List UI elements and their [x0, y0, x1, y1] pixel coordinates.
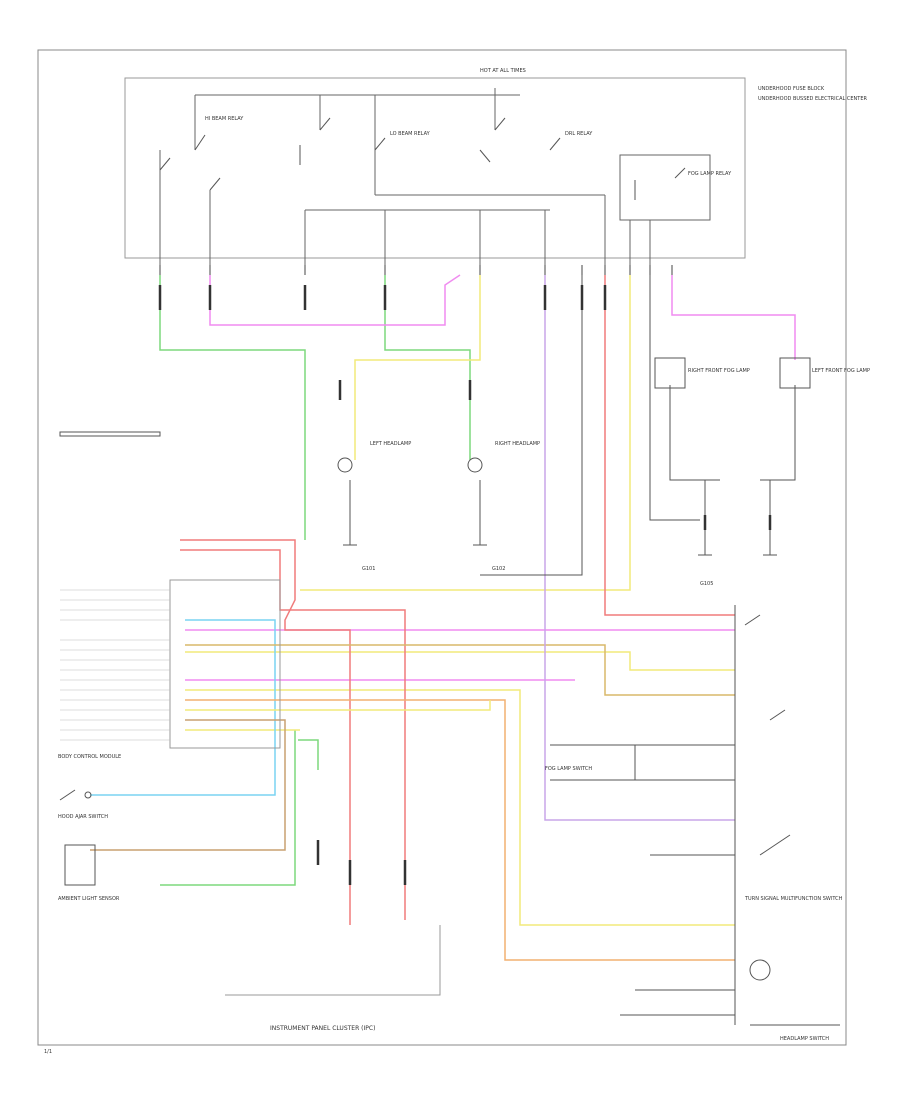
green-wires: [159, 275, 471, 886]
ipc-label: INSTRUMENT PANEL CLUSTER (IPC): [270, 1025, 375, 1032]
ipc-box: [225, 925, 441, 996]
relay-switches: [159, 117, 686, 200]
left-fog-label: LEFT FRONT FOG LAMP: [812, 368, 870, 374]
black-wires: [349, 275, 796, 1025]
hood-ajar-label: HOOD AJAR SWITCH: [58, 814, 108, 820]
fog-lamp-relay-label: FOG LAMP RELAY: [688, 171, 732, 177]
diagram-border: [37, 49, 847, 1046]
bcm-label: BODY CONTROL MODULE: [58, 754, 121, 760]
headlamp-switch-label: HEADLAMP SWITCH: [780, 1036, 829, 1042]
ground-g105: G105: [700, 581, 713, 587]
lo-beam-relay-label: LO BEAM RELAY: [390, 131, 431, 137]
ground-g101: G101: [362, 566, 375, 572]
left-headlamp-label: LEFT HEADLAMP: [370, 441, 411, 447]
orange-wires: [185, 699, 735, 961]
fuse-connectors: [159, 265, 673, 275]
blue-wires: [90, 619, 276, 796]
left-components: [59, 431, 161, 886]
fuse-block-box: [124, 77, 746, 259]
headlamp-switch: [744, 614, 840, 1026]
grounds: [343, 544, 777, 556]
fuse-bus: [159, 88, 711, 265]
fuse-hot-label: HOT AT ALL TIMES: [480, 68, 526, 74]
ground-g102: G102: [492, 566, 505, 572]
fog-switch-label: FOG LAMP SWITCH: [545, 766, 592, 772]
tan-wires: [90, 275, 735, 851]
ambient-sensor-label: AMBIENT LIGHT SENSOR: [58, 896, 120, 902]
right-headlamp-label: RIGHT HEADLAMP: [495, 441, 540, 447]
bcm-connector: [169, 579, 281, 749]
pink-wires: [185, 274, 796, 681]
drl-relay-label: DRL RELAY: [565, 131, 593, 137]
fog-lamps: [654, 357, 811, 389]
headlamps: [337, 457, 483, 473]
right-fog-label: RIGHT FRONT FOG LAMP: [688, 368, 750, 374]
turn-signal-switch-label: TURN SIGNAL MULTIFUNCTION SWITCH: [744, 896, 843, 902]
fuse-block-label: UNDERHOOD FUSE BLOCK: [758, 86, 825, 92]
bcm-pin-lines: [60, 589, 170, 741]
connector-marks: [158, 285, 772, 885]
red-wires: [180, 275, 735, 925]
hi-beam-relay-label: HI BEAM RELAY: [205, 116, 244, 122]
page-ref: 1/1: [44, 1049, 52, 1055]
yellow-wires: [185, 275, 735, 926]
fuse-block-desc: UNDERHOOD BUSSED ELECTRICAL CENTER: [758, 96, 867, 102]
